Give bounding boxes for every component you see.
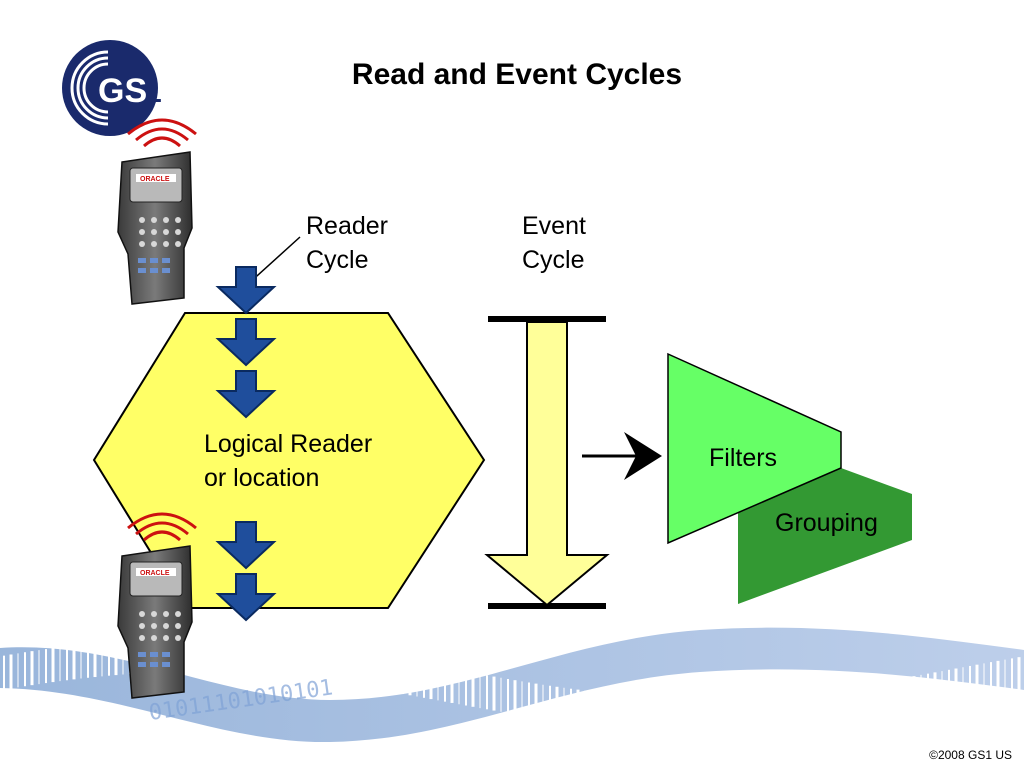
logical-reader-label: Logical Reader or location — [204, 430, 373, 492]
filters-shape — [667, 352, 842, 545]
gs1-logo-digit: 1 — [145, 76, 162, 109]
reader-cycle-label: Reader Cycle — [306, 212, 388, 274]
rfid-handheld-top: ORACLE — [117, 118, 197, 305]
logical-reader-hexagon — [92, 312, 486, 609]
filters-label: Filters — [709, 444, 778, 472]
event-cycle-arrow — [484, 316, 610, 609]
event-to-filter-arrow — [582, 432, 662, 480]
svg-text:ORACLE: ORACLE — [140, 570, 170, 577]
reader-arrow-2 — [215, 318, 277, 367]
grouping-shape — [738, 468, 912, 604]
gs1-logo: GS 1 — [62, 40, 162, 136]
reader-arrow-5 — [215, 573, 277, 622]
copyright-footer: ©2008 GS1 US — [929, 748, 1012, 762]
grouping-label: Grouping — [775, 509, 878, 537]
reader-arrow-4 — [215, 521, 277, 570]
svg-text:ORACLE: ORACLE — [140, 176, 170, 183]
event-cycle-label: Event Cycle — [522, 212, 586, 274]
svg-text:GS: GS — [98, 72, 147, 110]
reader-arrow-1 — [215, 266, 277, 315]
reader-cycle-arrows — [215, 266, 277, 622]
rfid-handheld-bottom: ORACLE — [117, 512, 197, 699]
page-title: Read and Event Cycles — [351, 58, 683, 91]
reader-arrow-3 — [215, 370, 277, 419]
